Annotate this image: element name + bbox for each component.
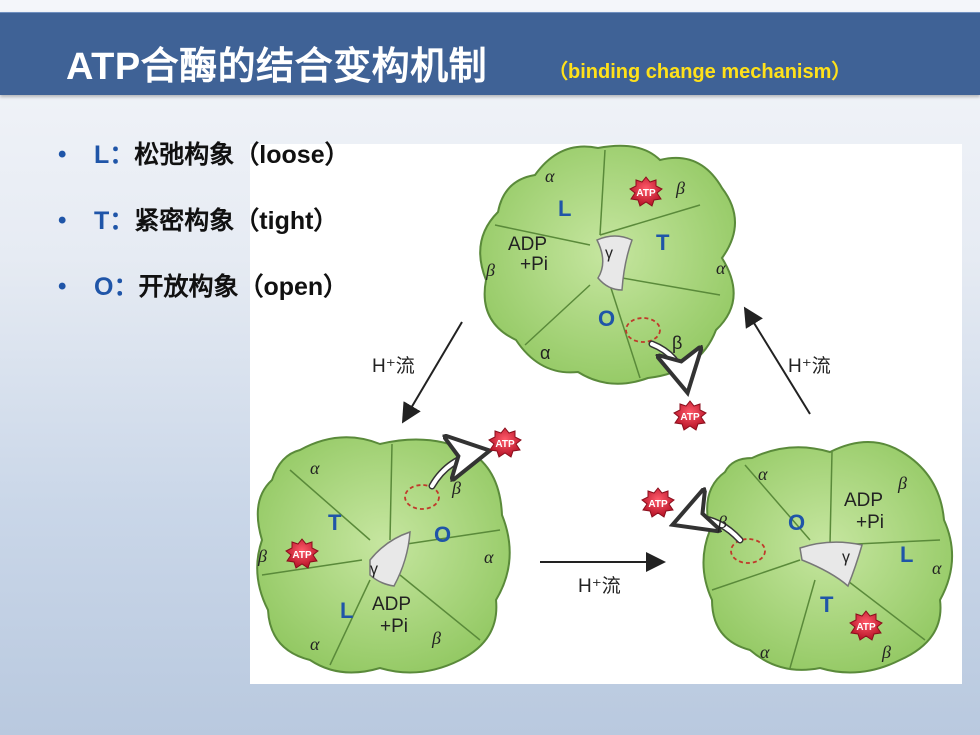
- bullet-dot: •: [58, 141, 67, 168]
- letter-L: L: [340, 598, 353, 623]
- atp-right-bound: ATP: [849, 610, 883, 641]
- atp-label: ATP: [636, 188, 656, 199]
- atp-left-released: ATP: [488, 427, 522, 458]
- gamma-subunit-left: [369, 530, 411, 587]
- bullet-dot: •: [58, 273, 67, 300]
- atp-top-released: ATP: [673, 400, 707, 431]
- rotor-top: [479, 144, 736, 385]
- pi-label: +Pi: [856, 512, 884, 533]
- atp-label: ATP: [648, 499, 668, 510]
- beta-label: β: [672, 333, 682, 353]
- list-item: • T：紧密构象（tight）: [58, 198, 350, 264]
- pi-label: +Pi: [520, 254, 548, 275]
- conformation-sep: ：: [109, 207, 135, 235]
- alpha-label: α: [758, 464, 768, 484]
- conformation-desc: 开放构象（open）: [138, 273, 349, 301]
- alpha-label: α: [484, 547, 494, 567]
- conformation-key: T: [94, 207, 110, 235]
- list-item: • O：开放构象（open）: [58, 264, 350, 330]
- letter-T: T: [656, 230, 670, 255]
- beta-label: β: [451, 478, 461, 498]
- conformation-sep: ：: [109, 141, 135, 169]
- adp-label: ADP: [508, 234, 547, 255]
- atp-top-bound: ATP: [629, 176, 663, 207]
- conformation-list: • L：松弛构象（loose） • T：紧密构象（tight） • O：开放构象…: [58, 132, 350, 330]
- beta-label: β: [257, 546, 267, 566]
- beta-label: β: [897, 473, 907, 493]
- beta-label: β: [717, 512, 727, 532]
- alpha-label: α: [310, 634, 320, 654]
- beta-label: β: [431, 628, 441, 648]
- atp-left-bound: ATP: [285, 538, 319, 569]
- alpha-label: α: [716, 258, 726, 278]
- proton-flow-label: H⁺流: [578, 575, 621, 597]
- proton-flow-label: H⁺流: [372, 355, 415, 377]
- letter-O: O: [788, 510, 805, 535]
- conformation-desc: 松弛构象（loose）: [134, 141, 350, 169]
- beta-label: β: [485, 260, 495, 280]
- gamma-subunit-top: [595, 235, 633, 291]
- page-subtitle: （binding change mechanism）: [548, 61, 852, 83]
- pi-label: +Pi: [380, 616, 408, 637]
- alpha-label: α: [545, 166, 555, 186]
- gamma-label: γ: [842, 549, 850, 566]
- proton-flow-label: H⁺流: [788, 355, 831, 377]
- flow-arrow-right-to-top: [743, 306, 811, 415]
- letter-L: L: [900, 542, 913, 567]
- rotor-right: [702, 441, 953, 674]
- letter-T: T: [328, 510, 342, 535]
- conformation-desc: 紧密构象（tight）: [134, 207, 339, 235]
- empty-site-right: [730, 538, 766, 564]
- conformation-key: O: [94, 273, 114, 301]
- atp-label: ATP: [495, 439, 515, 450]
- gamma-subunit-right: [799, 541, 863, 588]
- alpha-label: α: [310, 458, 320, 478]
- gamma-label: γ: [370, 561, 378, 578]
- conformation-sep: ：: [113, 273, 139, 301]
- adp-label: ADP: [372, 594, 411, 615]
- bullet-dot: •: [58, 207, 67, 234]
- empty-site-top: [625, 317, 661, 343]
- atp-right-released: ATP: [641, 487, 675, 518]
- letter-T: T: [820, 592, 834, 617]
- atp-label: ATP: [292, 550, 312, 561]
- flow-arrow-top-to-left: [401, 321, 463, 424]
- alpha-label: α: [760, 642, 770, 662]
- adp-label: ADP: [844, 490, 883, 511]
- title-bar: ATP合酶的结合变构机制 （binding change mechanism）: [0, 12, 980, 95]
- atp-label: ATP: [856, 622, 876, 633]
- letter-L: L: [558, 196, 571, 221]
- gamma-label: γ: [605, 245, 613, 262]
- beta-label: β: [675, 178, 685, 198]
- alpha-label: α: [540, 343, 550, 363]
- letter-O: O: [434, 522, 451, 547]
- atp-label: ATP: [680, 412, 700, 423]
- empty-site-left: [404, 484, 440, 510]
- letter-O: O: [598, 306, 615, 331]
- conformation-key: L: [94, 141, 110, 169]
- alpha-label: α: [932, 558, 942, 578]
- beta-label: β: [881, 642, 891, 662]
- list-item: • L：松弛构象（loose）: [58, 132, 350, 198]
- page-title: ATP合酶的结合变构机制: [66, 46, 488, 88]
